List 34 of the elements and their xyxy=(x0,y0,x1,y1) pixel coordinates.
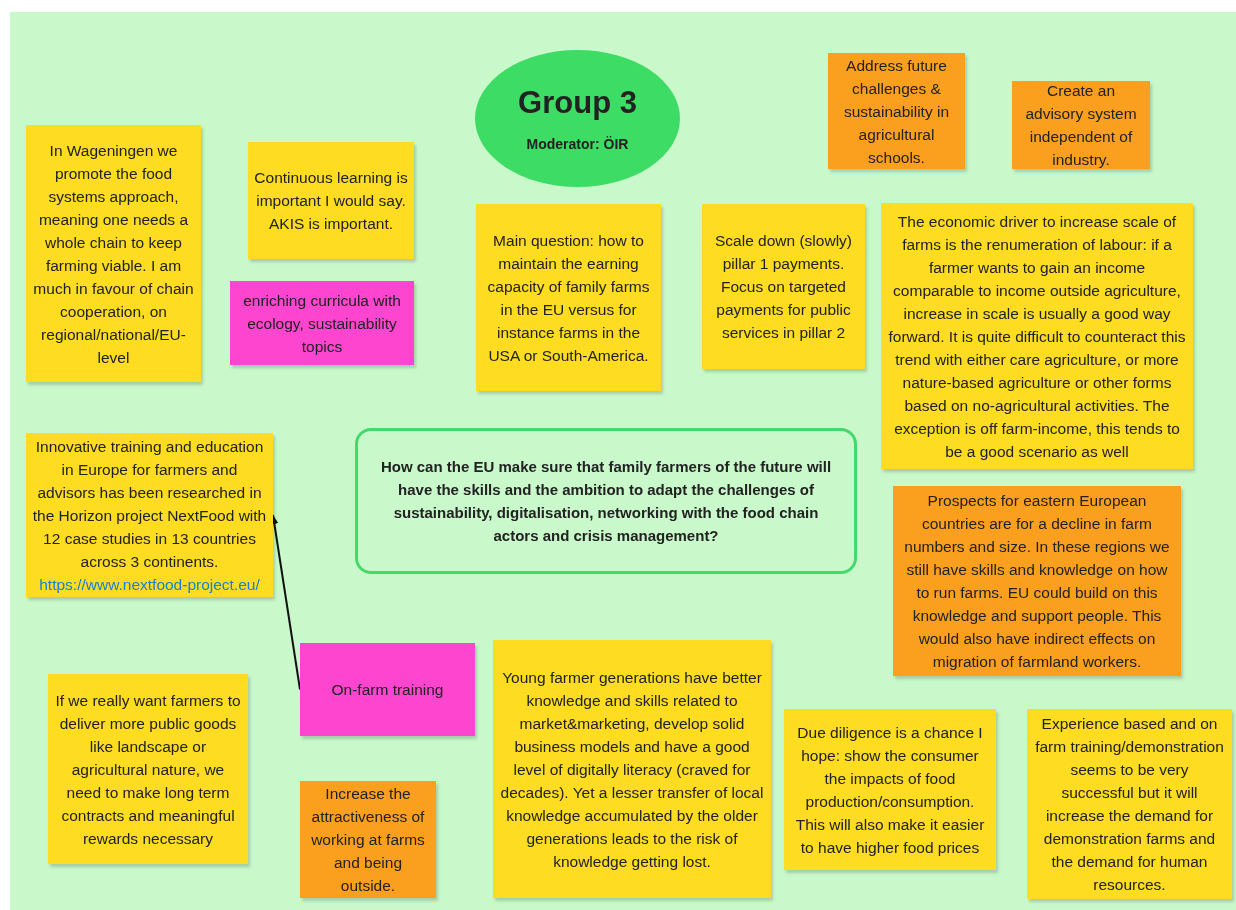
sticky-note xyxy=(828,53,965,169)
note-text: Continuous learning is important I would say. AKIS is important. xyxy=(254,168,408,234)
note-text: Prospects for eastern European countries are for a decline in farm numbers and size. In these regions we still have skills and knowledge on how to run farms. EU could build on this knowledge and support people. This would also have indirect effects on migration of farmland workers. xyxy=(903,491,1171,672)
group-title: Group 3 xyxy=(518,84,637,122)
sticky-note xyxy=(26,433,273,597)
note-text: Create an advisory system independent of industry. xyxy=(1024,81,1138,170)
note-text: Young farmer generations have better knowledge and skills related to market&marketing, develop solid business models and have a good level of digitally literacy (craved for decades). Yet a lesser transfer of local knowledge accumulated by the older generations leads to the risk of knowledge getting lost. xyxy=(499,667,765,872)
moderator-text: Moderator: ÖIR xyxy=(526,135,629,154)
note-text: The economic driver to increase scale of farms is the renumeration of labour: if a farmer wants to gain an income comparable to income outside agriculture, increase in scale is usually a good way forward. It is quite difficult to counteract this trend with either care agriculture, or more nature-based agriculture or other forms based on no-agricultural activities. The exception is off farm-income, this tends to be a good scenario as well xyxy=(887,211,1187,462)
sticky-note xyxy=(476,204,661,391)
note-text: Experience based and on farm training/demonstration seems to be very successful but it will increase the demand for demonstration farms and the demand for human resources. xyxy=(1034,714,1225,895)
note-text: Due diligence is a chance I hope: show the consumer the impacts of food production/consumption. This will also make it easier to have higher food prices xyxy=(794,722,986,858)
url-link: https://www.nextfood-project.eu/ xyxy=(39,574,260,595)
note-text: enriching curricula with ecology, sustainability topics xyxy=(242,290,402,357)
sticky-note xyxy=(300,643,475,736)
sticky-note xyxy=(248,142,414,259)
note-text: Scale down (slowly) pillar 1 payments. Focus on targeted payments for public services in pillar 2 xyxy=(714,231,853,343)
sticky-note xyxy=(300,781,436,898)
note-text: If we really want farmers to deliver more public goods like landscape or agricultural nature, we need to make long term contracts and meaningful rewards necessary xyxy=(54,690,242,849)
sticky-note xyxy=(1012,81,1150,169)
sticky-note xyxy=(493,640,771,898)
note-text: Increase the attractiveness of working at farms and being outside. xyxy=(310,784,426,896)
note-text: In Wageningen we promote the food systems approach, meaning one needs a whole chain to keep farming viable. I am much in favour of chain cooperation, on regional/national/EU-level xyxy=(32,140,195,368)
sticky-note xyxy=(230,281,414,365)
note-text: Address future challenges & sustainability in agricultural schools. xyxy=(842,55,951,168)
note-text: Innovative training and education in Europe for farmers and advisors has been researched in the Horizon project NextFood with 12 case studies in 13 countries across 3 continents. xyxy=(32,436,267,572)
note-text: Main question: how to maintain the earning capacity of family farms in the EU versus for instance farms in the USA or South-America. xyxy=(486,230,651,366)
note-text: On-farm training xyxy=(331,680,444,700)
sticky-note xyxy=(26,125,201,382)
sticky-note xyxy=(784,709,996,870)
sticky-note xyxy=(48,674,248,864)
question-box xyxy=(355,428,857,574)
sticky-note xyxy=(702,204,865,369)
question-text: How can the EU make sure that family farmers of the future will have the skills and the ambition to adapt the challenges of sustainability, digitalisation, networking with the food chain actors and crisis management? xyxy=(379,457,833,546)
